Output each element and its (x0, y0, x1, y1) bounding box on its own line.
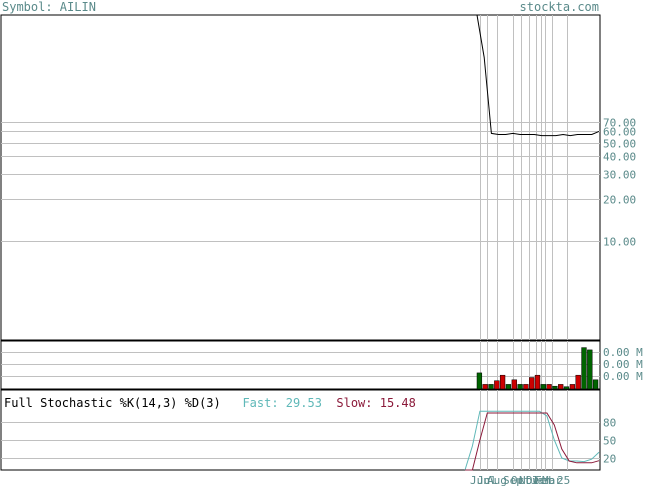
volume-bar (534, 374, 541, 390)
price-tick-label: 50.00 (603, 138, 636, 151)
x-tick-label: Aug (487, 474, 507, 486)
volume-tick-label: 0.00 M (603, 358, 643, 371)
fast-label: Fast: (242, 396, 279, 410)
x-tick-label: 25 (557, 474, 570, 486)
volume-bar (540, 384, 546, 390)
price-tick-label: 30.00 (603, 169, 636, 182)
volume-bar (488, 384, 494, 390)
stochastic-title: Full Stochastic %K(14,3) %D(3) (4, 396, 221, 410)
stochastic-tick-label: 20 (603, 453, 616, 466)
stochastic-panel (0, 389, 601, 471)
volume-bar (575, 374, 581, 390)
volume-bar (505, 384, 512, 390)
stochastic-legend: Full Stochastic %K(14,3) %D(3) Fast: 29.… (4, 396, 416, 410)
volume-bar (558, 384, 564, 390)
x-tick-label: Jun (470, 474, 490, 486)
price-tick-label: 70.00 (603, 117, 636, 130)
x-tick-label: Jan (531, 474, 551, 486)
x-tick-label: Oct (511, 474, 531, 486)
slow-value: 15.48 (379, 396, 416, 410)
volume-bar (563, 386, 570, 390)
fast-value: 29.53 (285, 396, 322, 410)
volume-bar (592, 379, 599, 390)
x-tick-label: Feb (535, 474, 555, 486)
x-tick-label: Mar (542, 474, 562, 486)
x-tick-label: Dec (526, 474, 546, 486)
stochastic-tick-label: 80 (603, 417, 616, 430)
price-line (476, 14, 600, 137)
volume-bar (546, 384, 552, 390)
volume-bar (482, 384, 488, 390)
volume-bar (494, 380, 500, 390)
volume-tick-label: 0.00 M (603, 370, 643, 383)
price-tick-label: 60.00 (603, 126, 636, 139)
volume-bar (476, 372, 483, 390)
symbol-label: Symbol: AILIN (2, 0, 96, 14)
slow-label: Slow: (336, 396, 373, 410)
price-panel (0, 14, 601, 341)
volume-bar (517, 384, 523, 390)
site-name: stockta.com (519, 0, 599, 14)
price-tick-label: 20.00 (603, 194, 636, 207)
x-tick-label: Nov (519, 474, 539, 486)
fast-line (464, 410, 600, 471)
x-tick-label: Sep (503, 474, 523, 486)
stochastic-tick-label: 50 (603, 435, 616, 448)
volume-bar (523, 384, 529, 390)
x-tick-label: Jul (477, 474, 497, 486)
volume-bar (569, 384, 576, 390)
volume-bar (581, 347, 587, 390)
volume-bar (499, 374, 506, 390)
volume-bar (511, 379, 517, 390)
volume-bar (587, 349, 593, 390)
volume-bar (552, 385, 558, 390)
volume-tick-label: 0.00 M (603, 346, 643, 359)
slow-line (465, 412, 600, 471)
price-tick-label: 40.00 (603, 151, 636, 164)
volume-bar (529, 377, 535, 390)
price-tick-label: 10.00 (603, 236, 636, 249)
